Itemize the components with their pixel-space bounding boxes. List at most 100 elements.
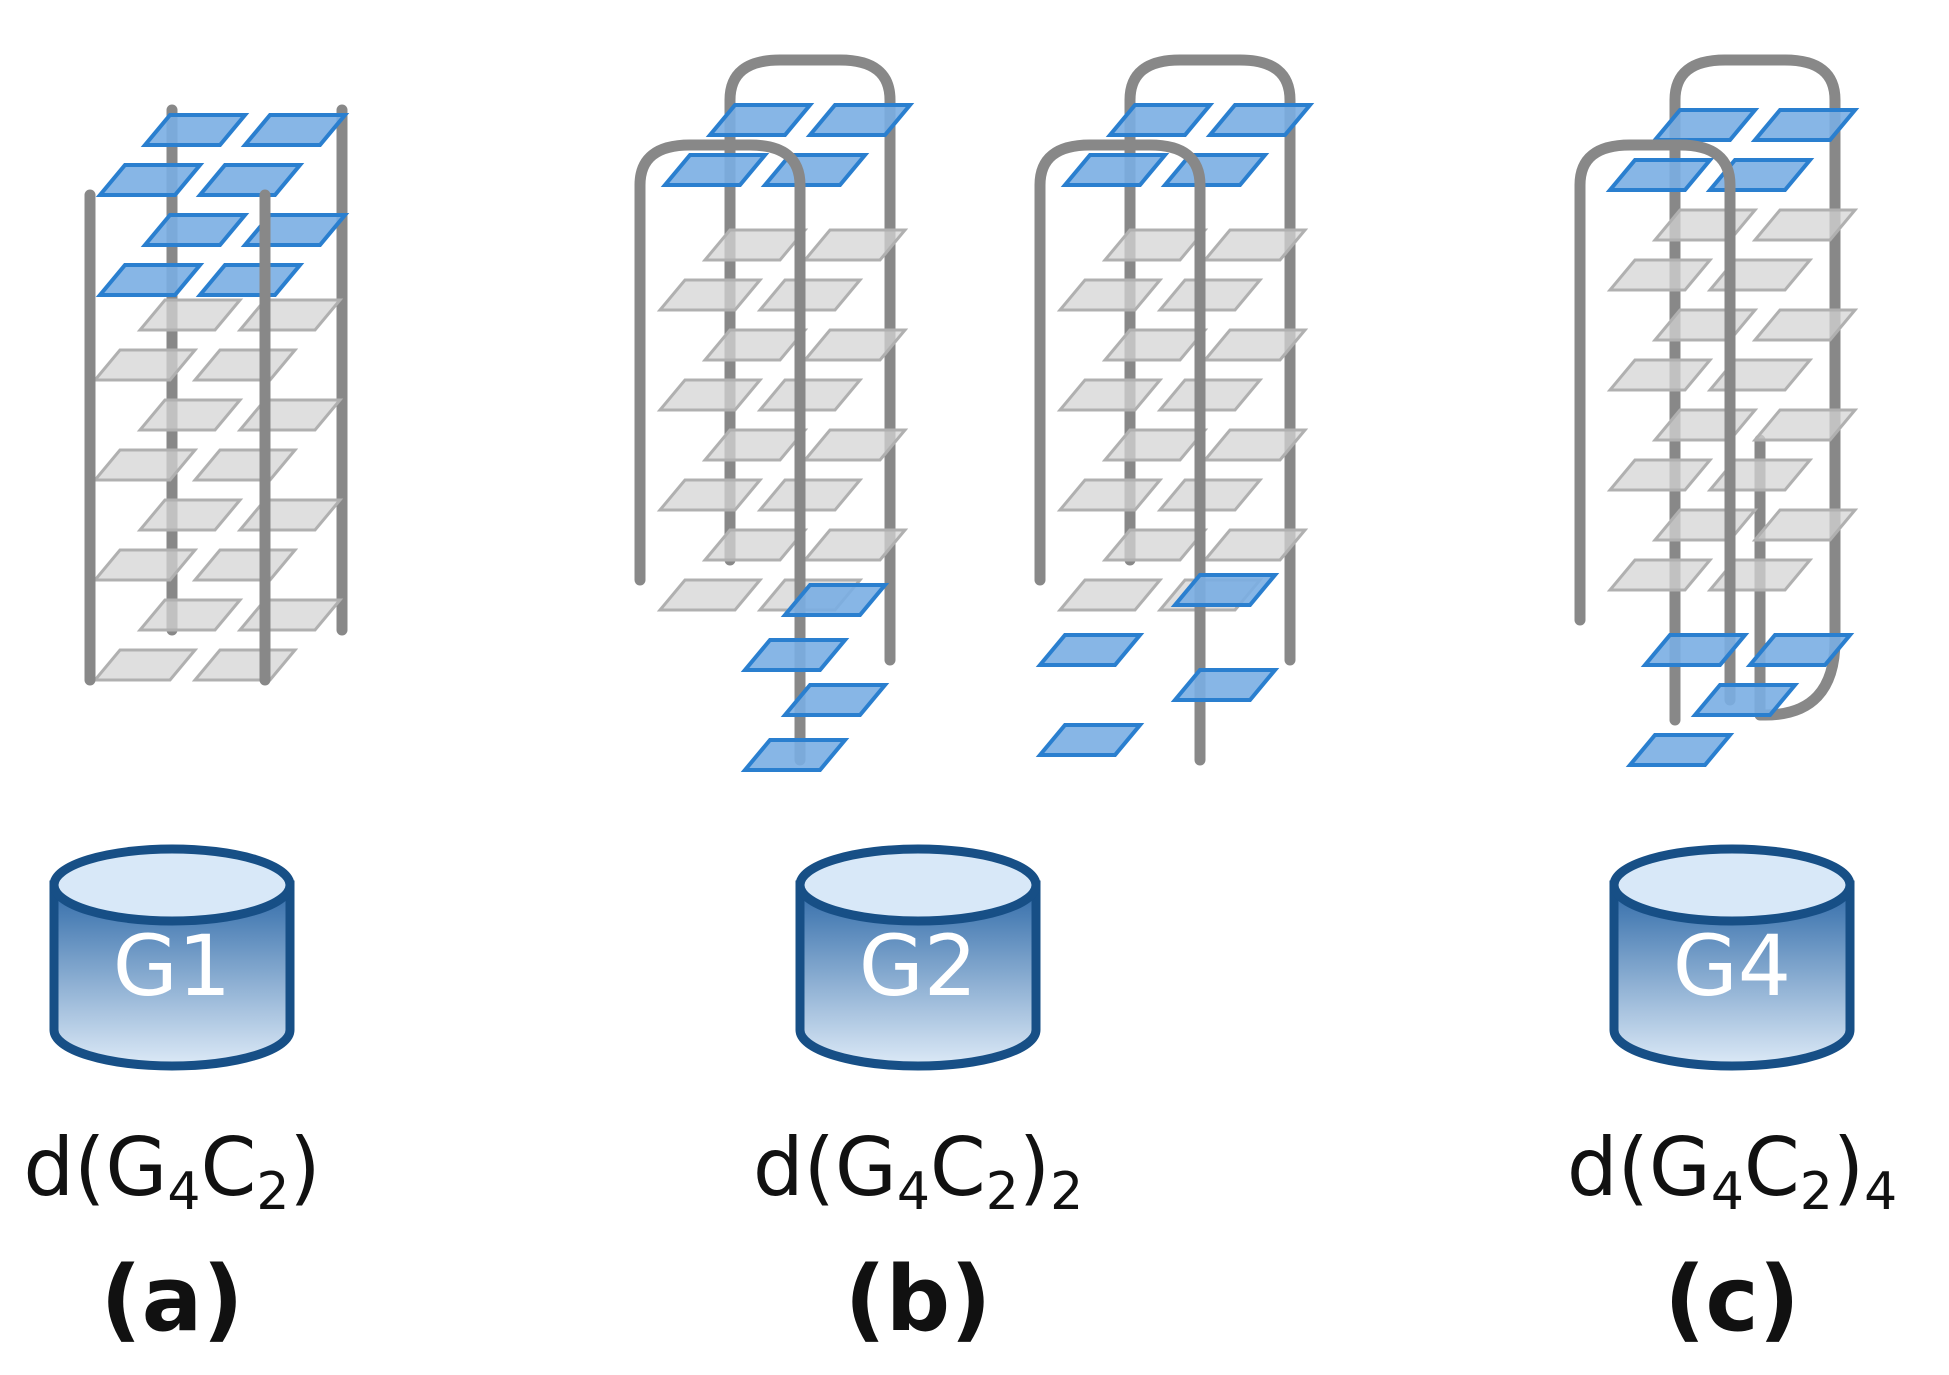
tetrad-tile [805, 103, 915, 137]
tetrad-tile [656, 378, 764, 412]
tetrad-tile [701, 528, 809, 562]
tetrad-tile [1056, 278, 1164, 312]
tetrad-tile [656, 478, 764, 512]
formula-b: d(G4C2)2 [752, 1121, 1084, 1222]
gray-tetrad-layer [1056, 228, 1309, 312]
tetrad-tile [95, 263, 205, 297]
tetrad-tile [240, 113, 350, 147]
tetrad-tile [701, 228, 809, 262]
blue-tetrad-layer [1605, 108, 1860, 192]
tetrad-tile [1156, 278, 1264, 312]
tetrad-tile [1201, 328, 1309, 362]
tetrad-tile [91, 348, 199, 382]
gray-tetrad-layer [1056, 428, 1309, 512]
tetrad-tile [95, 163, 205, 197]
blue-tetrad-pair [1035, 633, 1145, 667]
blue-tetrad-layer [95, 113, 350, 197]
tetrad-tile [656, 578, 764, 612]
gray-tetrad-layer [1056, 328, 1309, 412]
cylinder-g4: G4 [1609, 844, 1855, 1071]
tetrad-tile [1751, 308, 1859, 342]
quadruplex-structures [84, 54, 1860, 772]
tetrad-tile [801, 228, 909, 262]
tetrad-tile [801, 428, 909, 462]
gray-tetrad-layer [656, 528, 909, 612]
tetrad-tile [191, 448, 299, 482]
tetrad-tile [1751, 508, 1859, 542]
tetrad-tile [801, 528, 909, 562]
front-hairpin-strand [634, 139, 806, 766]
tetrad-tile [1160, 153, 1270, 187]
tetrad-tile [1101, 228, 1209, 262]
blue-tetrad-pair [780, 683, 890, 717]
tetrad-tile [1606, 358, 1714, 392]
tetrad-tile [140, 113, 250, 147]
cylinder-g2: G2 [795, 844, 1041, 1071]
tetrad-tile [660, 153, 770, 187]
panel-label-a: (a) [100, 1247, 244, 1352]
gray-tetrad-layer [656, 428, 909, 512]
cylinder-label: G4 [1673, 917, 1792, 1015]
tetrad-tile [1205, 103, 1315, 137]
back-hairpin-strand [724, 54, 896, 666]
blue-tetrad-pair [1035, 723, 1145, 757]
tetrad-tile [1101, 428, 1209, 462]
tetrad-tile [740, 738, 850, 772]
cylinder-top [49, 844, 295, 926]
tetrad-tile [701, 428, 809, 462]
tetrad-tile [740, 638, 850, 672]
tetrad-tile [1105, 103, 1215, 137]
gray-tetrad-layer [91, 498, 344, 582]
cylinder-label: G1 [113, 917, 232, 1015]
gray-tetrad-layer [91, 298, 344, 382]
panel-label-c: (c) [1664, 1247, 1800, 1352]
blue-tetrad-bottom [1625, 633, 1855, 767]
tetrad-tile [136, 398, 244, 432]
blue-tetrad-pair [1170, 573, 1280, 607]
tetrad-tile [701, 328, 809, 362]
cylinder-body [49, 880, 295, 1071]
tetrad-tile [1606, 258, 1714, 292]
tetrad-tile [191, 348, 299, 382]
structure-g4 [1574, 54, 1860, 767]
tetrad-tile [1201, 428, 1309, 462]
tetrad-tile [1170, 668, 1280, 702]
blue-tetrad-layer [660, 103, 915, 187]
tetrad-tile [1625, 733, 1735, 767]
tetrad-tile [191, 648, 299, 682]
tetrad-tile [1056, 578, 1164, 612]
tetrad-tile [756, 478, 864, 512]
tetrad-tile [136, 598, 244, 632]
tetrad-tile [1745, 633, 1855, 667]
cylinder-label: G2 [859, 917, 978, 1015]
tetrad-tile [1640, 633, 1750, 667]
tetrad-tile [1201, 528, 1309, 562]
tetrad-tile [91, 548, 199, 582]
tetrad-tile [1035, 633, 1145, 667]
blue-tetrad-layer [95, 213, 350, 297]
gray-tetrad-layer [91, 598, 344, 682]
tetrad-tile [191, 548, 299, 582]
tetrad-tile [756, 278, 864, 312]
cylinder-top [1609, 844, 1855, 926]
tetrad-tile [136, 298, 244, 332]
panel-label-b: (b) [844, 1247, 992, 1352]
back-hairpin-strand [1124, 54, 1296, 666]
tetrad-tile [1156, 378, 1264, 412]
tetrad-tile [801, 328, 909, 362]
tetrad-tile [780, 583, 890, 617]
tetrad-tile [236, 598, 344, 632]
tetrad-tile [91, 448, 199, 482]
tetrad-tile [1605, 158, 1715, 192]
tetrad-tile [1060, 153, 1170, 187]
tetrad-tile [1750, 108, 1860, 142]
tetrad-tile [1101, 528, 1209, 562]
tetrad-tile [1606, 458, 1714, 492]
tetrad-tile [656, 278, 764, 312]
gray-tetrad-layer [656, 328, 909, 412]
tetrad-tile [760, 153, 870, 187]
blue-tetrad-pair [740, 738, 850, 772]
tetrad-tile [236, 298, 344, 332]
back-loop-strand [1669, 54, 1841, 726]
